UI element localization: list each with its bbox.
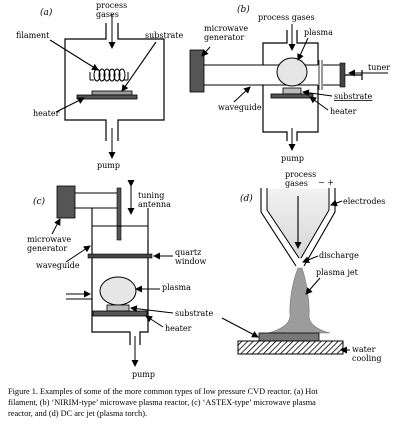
panel-b-letter: (b) — [237, 4, 250, 15]
panel-a-heater-label: heater — [33, 109, 60, 118]
panel-a-filament-label: filament — [16, 31, 50, 40]
panel-c-heater — [92, 310, 148, 317]
panel-b-generator-pointer — [201, 46, 211, 57]
panel-c-heater-pointer — [145, 315, 164, 328]
panel-b-tuner-label: tuner — [368, 63, 390, 72]
panel-c-plasma-label: plasma — [162, 283, 191, 292]
panel-b-plasma-ball — [276, 57, 308, 87]
panel-c-chamber — [91, 240, 149, 345]
panel-a-heater-pointer — [55, 97, 85, 113]
figure-caption: Figure 1. Examples of some of the more c… — [8, 386, 411, 419]
panel-d-outer-electrode — [260, 188, 336, 267]
panel-b-waveguide-pointer — [233, 86, 251, 103]
panel-a-letter: (a) — [40, 7, 53, 18]
panel-b-substrate — [282, 87, 302, 95]
panel-a-substrate — [91, 90, 133, 96]
panel-d-water-cooling-block — [237, 340, 344, 355]
panel-a-heater — [76, 94, 138, 100]
panel-c-microwave-generator-box — [56, 185, 76, 219]
panel-c-plasma-ball — [99, 276, 137, 306]
panel-d-discharge-pointer — [302, 255, 319, 264]
panel-b-pump-label: pump — [281, 154, 304, 163]
panel-b-microwave-generator-box — [189, 49, 205, 93]
panel-a-filament-pointer — [49, 39, 99, 71]
panel-a-substrate-pointer — [121, 41, 157, 92]
panel-c-substrate — [106, 304, 130, 312]
panel-c-tuning-antenna — [116, 187, 122, 241]
panel-a-substrate-label: substrate — [145, 31, 184, 40]
panel-c-pump-label: pump — [132, 370, 155, 379]
panel-c-heater-label: heater — [165, 324, 192, 333]
panel-d-plasma-jet-label: plasma jet — [316, 268, 359, 277]
panel-d-inner-electrode — [266, 188, 330, 259]
panel-c-waveguide-label: waveguide — [36, 261, 80, 270]
panel-b-heater-pointer — [309, 96, 329, 111]
panel-b-substrate-pointer — [302, 89, 333, 97]
panel-a-filament-coil — [90, 68, 128, 82]
caption-line: reactor, and (d) DC arc jet (plasma torc… — [8, 409, 148, 418]
panel-d-plasma-jet-pointer — [305, 277, 321, 295]
panel-d-letter: (d) — [240, 193, 253, 204]
panel-b-waveguide-label: waveguide — [218, 103, 262, 112]
caption-line: filament, (b) ‘NIRIM-type’ microwave pla… — [8, 398, 316, 407]
panel-b-heater — [270, 93, 314, 99]
panel-c-quartz-window — [87, 253, 153, 259]
panel-a-chamber — [64, 23, 165, 141]
panel-c-substrate-pointer — [130, 305, 174, 314]
panel-c-generator-pointer — [51, 218, 61, 235]
panel-d-electrodes-label: electrodes — [343, 197, 385, 206]
panel-c-waveguide-pointer — [65, 245, 91, 263]
panel-b-process-gases-label: process gases — [258, 13, 315, 22]
panel-d-plasma-jet — [267, 267, 331, 334]
panel-b-substrate-label: substrate — [334, 92, 373, 101]
svg-text:− +: − + — [318, 178, 334, 187]
panel-d-electrodes-pointer — [330, 199, 343, 207]
panel-b-waveguide — [203, 64, 340, 86]
panel-b-plasma-pointer — [297, 37, 309, 61]
panel-c-waveguide — [75, 192, 118, 209]
panel-d-discharge-label: discharge — [319, 251, 359, 260]
panel-b-heater-label: heater — [330, 107, 357, 116]
caption-line: Figure 1. Examples of some of the more c… — [8, 387, 318, 396]
panel-d-substrate — [258, 332, 320, 342]
panel-d-substrate-pointer — [221, 317, 259, 338]
panel-c-substrate-label: substrate — [175, 309, 214, 318]
panel-c-letter: (c) — [33, 196, 46, 207]
panel-b-plasma-label: plasma — [304, 28, 333, 37]
panel-b-tuner-plunger — [339, 62, 346, 88]
panel-a-pump-label: pump — [97, 161, 120, 170]
panel-b-chamber — [262, 30, 319, 141]
